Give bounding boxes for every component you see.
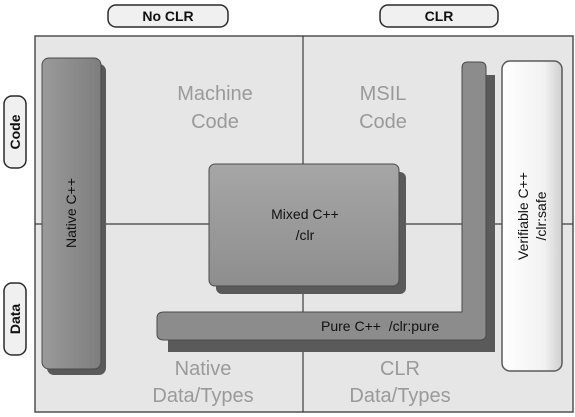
svg-text:Code: Code — [359, 111, 407, 133]
mixed-cpp-flag: /clr — [296, 227, 315, 243]
svg-text:MSIL: MSIL — [360, 83, 407, 105]
verifiable-cpp-flag: /clr:safe — [533, 191, 549, 240]
code-label: Code — [7, 114, 23, 149]
clr-data-label: CLR Data/Types — [349, 358, 450, 407]
data-label: Data — [7, 304, 23, 335]
svg-text:CLR: CLR — [380, 358, 420, 380]
data-tag: Data — [3, 282, 27, 356]
pure-cpp-label: Pure C++ /clr:pure — [321, 318, 439, 334]
svg-text:Data/Types: Data/Types — [349, 385, 450, 407]
msil-code-label: MSIL Code — [359, 83, 407, 133]
no-clr-label: No CLR — [142, 8, 193, 24]
machine-code-label: Machine Code — [177, 83, 253, 133]
native-cpp-box: Native C++ — [41, 57, 106, 375]
clr-label: CLR — [425, 8, 454, 24]
native-data-label: Native Data/Types — [152, 358, 253, 407]
pure-cpp-box: Pure C++ /clr:pure — [156, 61, 495, 352]
native-cpp-label: Native C++ — [63, 178, 79, 248]
code-tag: Code — [3, 95, 27, 169]
svg-text:Code: Code — [191, 111, 239, 133]
verifiable-cpp-box: Verifiable C++ /clr:safe — [501, 60, 563, 372]
svg-text:Machine: Machine — [177, 83, 253, 105]
svg-text:Native: Native — [175, 358, 232, 380]
verifiable-cpp-label: Verifiable C++ — [515, 172, 531, 260]
no-clr-tag: No CLR — [107, 4, 229, 28]
clr-tag: CLR — [379, 4, 499, 28]
svg-text:Data/Types: Data/Types — [152, 385, 253, 407]
mixed-cpp-box: Mixed C++ /clr — [208, 163, 406, 294]
mixed-cpp-label: Mixed C++ — [271, 206, 339, 222]
